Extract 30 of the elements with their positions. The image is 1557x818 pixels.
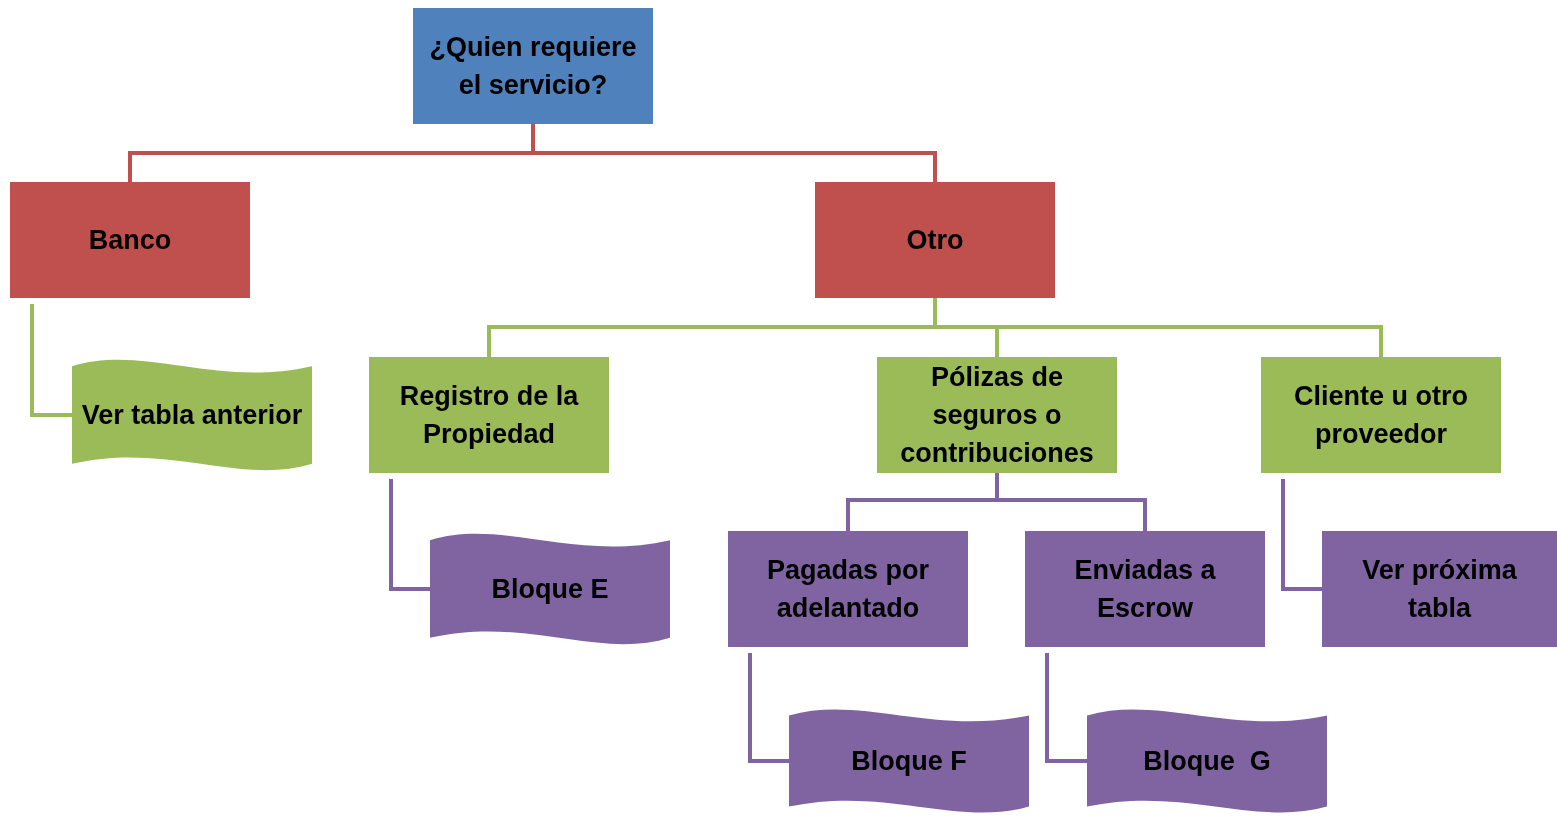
node-label: Pagadas por adelantado bbox=[765, 554, 931, 625]
node-label: Pólizas de seguros o contribuciones bbox=[899, 361, 1095, 470]
node-label: Ver tabla anterior bbox=[80, 399, 304, 432]
node-label: Banco bbox=[87, 224, 173, 257]
node-label: Ver próxima tabla bbox=[1361, 554, 1518, 625]
node-label: Cliente u otro proveedor bbox=[1293, 380, 1469, 451]
connector-line bbox=[389, 479, 430, 591]
process-box bbox=[413, 8, 653, 124]
node-label: Bloque E bbox=[490, 573, 610, 606]
connector-line bbox=[1281, 479, 1322, 591]
process-box bbox=[815, 182, 1055, 298]
connector-line bbox=[748, 653, 789, 763]
node-label: Registro de la Propiedad bbox=[398, 380, 580, 451]
connector-line bbox=[531, 124, 937, 182]
connector-line bbox=[995, 473, 1147, 531]
connector-line bbox=[933, 298, 1383, 357]
connector-line bbox=[30, 304, 72, 417]
process-box bbox=[1025, 531, 1265, 647]
node-label: ¿Quien requiere el servicio? bbox=[428, 31, 638, 102]
process-box bbox=[1322, 531, 1557, 647]
process-box bbox=[877, 357, 1117, 473]
node-label: Enviadas a Escrow bbox=[1073, 554, 1217, 625]
process-box bbox=[1261, 357, 1501, 473]
node-label: Bloque F bbox=[850, 745, 968, 778]
process-box bbox=[728, 531, 968, 647]
process-box bbox=[369, 357, 609, 473]
connector-line bbox=[1045, 653, 1087, 763]
node-label: Bloque G bbox=[1142, 745, 1272, 778]
node-label: Otro bbox=[905, 224, 965, 257]
process-box bbox=[10, 182, 250, 298]
